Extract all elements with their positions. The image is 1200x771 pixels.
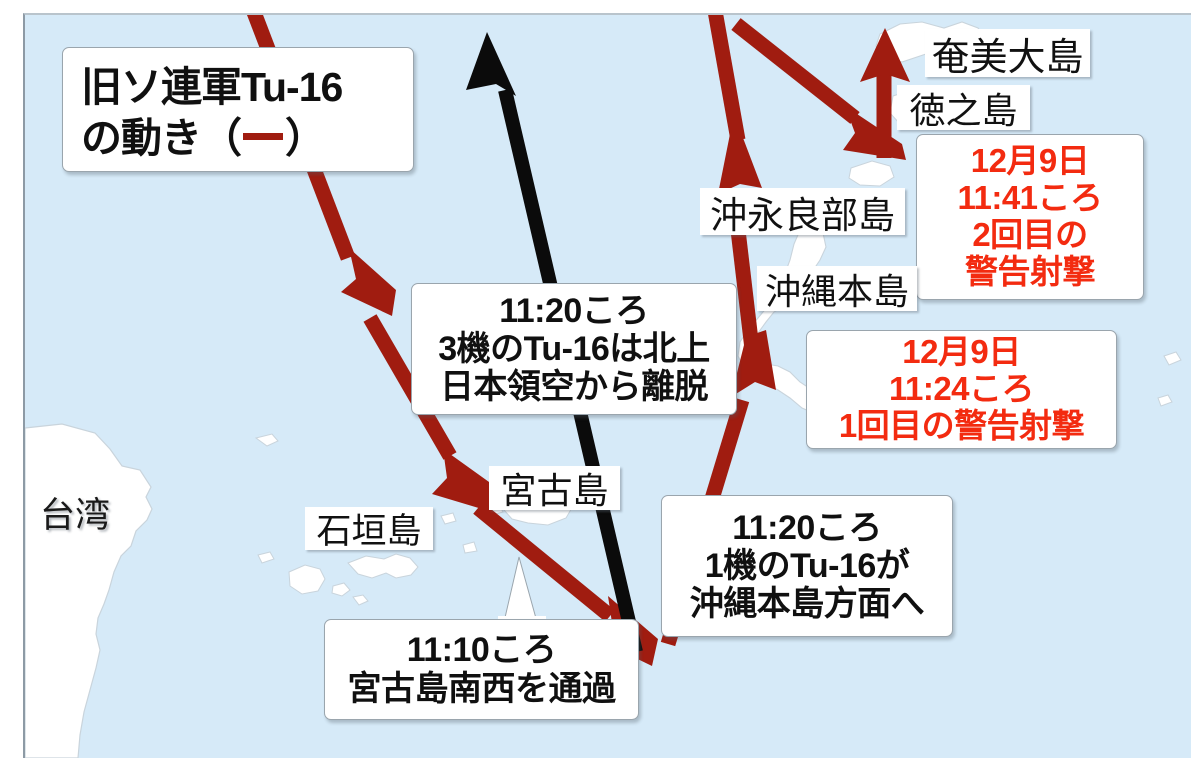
chart-title-box: 旧ソ連軍Tu-16 の動き（ ） [62, 47, 414, 172]
second-warning-line-3: 2回目の [972, 216, 1088, 253]
chart-title-line-1: 旧ソ連軍Tu-16 [81, 64, 343, 111]
first-warning-line-1: 12月9日 [902, 333, 1021, 371]
callout-to-okinawa-line-1: 11:20ころ [732, 508, 882, 547]
place-label-tokunoshima: 徳之島 [897, 85, 1030, 131]
route-arrowhead-5 [718, 130, 762, 194]
route-segment-7 [731, 18, 860, 124]
route-arrowhead-7 [860, 28, 910, 82]
daito-islet-a [1163, 351, 1182, 366]
second-warning-line-2: 11:41ころ [957, 179, 1103, 217]
kurima-islet [462, 541, 478, 554]
chart-title-line-2-post: ） [285, 114, 326, 161]
chart-title-line-2: の動き（ ） [81, 113, 326, 163]
callout-miyako-pass-line-2: 宮古島南西を通過 [347, 669, 617, 708]
tarama-islet [440, 512, 457, 525]
ishigaki-island [347, 553, 419, 579]
place-label-okinoerabu: 沖永良部島 [700, 188, 905, 236]
callout-second-warning-shot: 12月9日 11:41ころ 2回目の 警告射撃 [916, 134, 1144, 300]
route-segment-2 [363, 314, 457, 460]
yonaguni-islet [254, 433, 279, 447]
callout-north-exit: 11:20ころ 3機のTu-16は北上 日本領空から離脱 [411, 283, 737, 415]
first-warning-line-2: 11:24ころ [888, 370, 1035, 408]
taketomi-islet [331, 582, 351, 597]
callout-miyako-pass-line-1: 11:10ころ [406, 631, 557, 670]
second-warning-line-4: 警告射撃 [965, 252, 1096, 290]
callout-miyako-pass: 11:10ころ 宮古島南西を通過 [324, 619, 639, 720]
callout-north-exit-line-3: 日本領空から離脱 [440, 368, 709, 407]
taiwan-landmass [25, 423, 153, 758]
red-route-legend-dash-icon [243, 133, 283, 141]
callout-north-exit-line-2: 3機のTu-16は北上 [438, 329, 710, 368]
second-warning-line-1: 12月9日 [970, 142, 1090, 180]
route-arrowhead-2 [432, 449, 496, 512]
place-label-amami-oshima: 奄美大島 [925, 29, 1090, 79]
callout-to-okinawa-line-3: 沖縄本島方面へ [689, 585, 925, 624]
hateruma-islet [352, 594, 369, 606]
chart-title-line-2-pre: の動き（ [81, 114, 242, 161]
route-segment-3 [473, 502, 615, 622]
route-segment-6 [708, 15, 746, 142]
withdrawal-arrowhead [466, 32, 516, 96]
daito-islet-b [1157, 394, 1173, 407]
place-label-ishigaki-island: 石垣島 [305, 507, 433, 551]
place-label-taiwan: 台湾 [40, 496, 111, 535]
place-label-miyako-island: 宮古島 [489, 466, 620, 511]
callout-to-okinawa: 11:20ころ 1機のTu-16が 沖縄本島方面へ [661, 495, 953, 637]
miyako-callout-pointer [503, 556, 538, 623]
senkaku-islet [257, 551, 275, 564]
route-arrowhead-1 [341, 248, 396, 316]
callout-first-warning-shot: 12月9日 11:24ころ 1回目の警告射撃 [806, 330, 1117, 449]
callout-to-okinawa-line-2: 1機のTu-16が [704, 546, 910, 585]
iriomote-island [288, 564, 326, 595]
place-label-okinawa-main: 沖縄本島 [757, 266, 917, 312]
callout-north-exit-line-1: 11:20ころ [499, 291, 649, 330]
okinoerabu-island [848, 160, 895, 187]
first-warning-line-3: 1回目の警告射撃 [838, 406, 1085, 444]
